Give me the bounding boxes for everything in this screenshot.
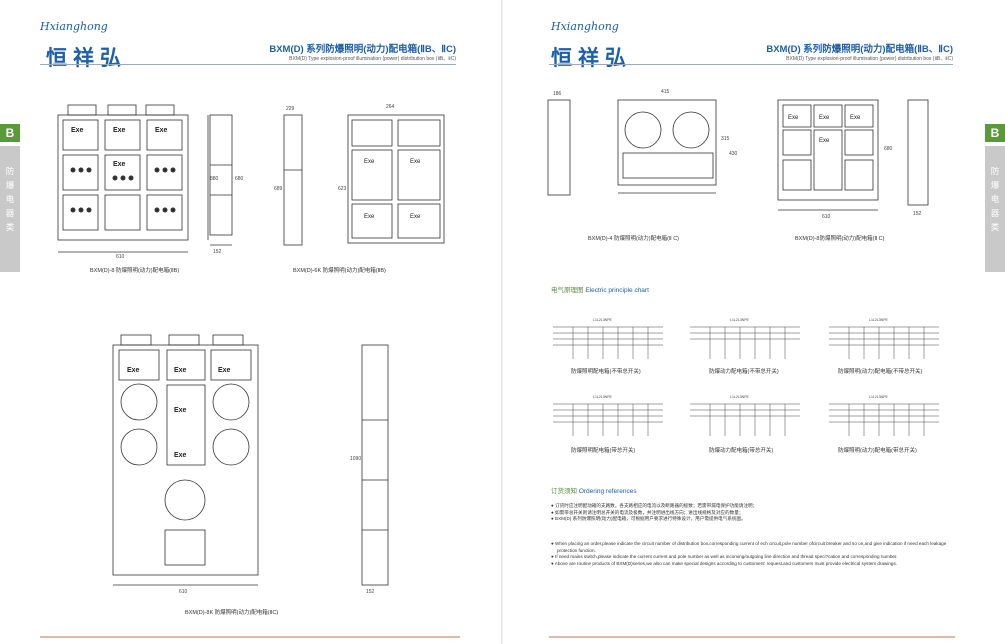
svg-text:Exe: Exe <box>113 127 126 134</box>
svg-text:Exe: Exe <box>113 161 126 168</box>
header-divider <box>40 64 456 65</box>
cabinet-drawing-6k-side: 229 689 <box>274 106 303 246</box>
right-page: Hxianghong 恒祥弘 BXM(D) 系列防爆照明(动力)配电箱(ⅡB、Ⅱ… <box>503 0 1005 644</box>
svg-text:623: 623 <box>338 186 347 192</box>
section-tab-side: 防爆电器类 <box>985 146 1005 272</box>
page-title: BXM(D) 系列防爆照明(动力)配电箱(ⅡB、ⅡC) <box>766 44 953 55</box>
svg-text:Exe: Exe <box>819 138 830 144</box>
cabinet-drawing-8-right: Exe Exe Exe Exe 610 680 152 <box>777 99 929 220</box>
svg-text:430: 430 <box>729 151 738 157</box>
svg-text:L1L2L3NPE: L1L2L3NPE <box>869 395 889 399</box>
svg-text:Exe: Exe <box>364 159 375 165</box>
schematic-diagram: L1L2L3NPE <box>829 395 939 436</box>
schematic-caption: 防爆动力配电箱(不带总开关) <box>709 369 779 375</box>
left-page: Hxianghong 恒祥弘 BXM(D) 系列防爆照明(动力)配电箱(ⅡB、Ⅱ… <box>0 0 502 644</box>
figure-caption: BXM(D)-8K 防爆照明(动力)配电箱(ⅡC) <box>185 610 279 616</box>
section-tab-side: 防爆电器类 <box>0 146 20 272</box>
svg-text:229: 229 <box>286 106 295 112</box>
ordering-notes-en: ● When placing an order,please indicate … <box>551 541 947 566</box>
schematic-diagram: L1L2L3NPE <box>829 318 939 359</box>
schematic-diagram: L1L2L3NPE <box>690 318 800 359</box>
svg-text:152: 152 <box>366 589 375 595</box>
svg-text:415: 415 <box>661 89 670 95</box>
page-subtitle: BXM(D) Type explosion-proof illumination… <box>289 56 456 62</box>
schematic-caption: 防爆动力配电箱(带总开关) <box>709 448 774 454</box>
svg-text:Exe: Exe <box>410 214 421 220</box>
svg-text:L1L2L3NPE: L1L2L3NPE <box>869 318 889 322</box>
brand-logo-en: Hxianghong <box>551 20 619 33</box>
svg-text:L1L2L3NPE: L1L2L3NPE <box>593 318 613 322</box>
book-gutter <box>501 0 504 644</box>
svg-text:Exe: Exe <box>174 452 187 459</box>
svg-text:Exe: Exe <box>127 367 140 374</box>
svg-text:186: 186 <box>553 91 562 97</box>
svg-text:Exe: Exe <box>819 115 830 121</box>
cabinet-drawing-4: 186 415 315 430 <box>547 89 738 196</box>
svg-text:680: 680 <box>884 146 893 152</box>
svg-text:Exe: Exe <box>788 115 799 121</box>
svg-text:610: 610 <box>179 589 188 595</box>
schematic-diagram: L1L2L3NPE <box>690 395 800 436</box>
schematic-caption: 防爆照明配电箱(不带总开关) <box>571 369 641 375</box>
brand-logo-cn: 恒祥弘 <box>551 45 632 70</box>
svg-text:L1L2L3NPE: L1L2L3NPE <box>730 395 750 399</box>
svg-text:Exe: Exe <box>218 367 231 374</box>
svg-text:L1L2L3NPE: L1L2L3NPE <box>730 318 750 322</box>
figure-caption: BXM(D)-8防爆照明(动力)配电箱(Ⅱ C) <box>795 236 885 242</box>
ordering-section-title: 订货须知 Ordering references <box>551 488 637 495</box>
svg-text:Exe: Exe <box>850 115 861 121</box>
footer-divider <box>549 636 955 638</box>
svg-text:Exe: Exe <box>364 214 375 220</box>
svg-text:264: 264 <box>386 104 395 110</box>
svg-text:152: 152 <box>213 249 222 255</box>
brand-logo-en: Hxianghong <box>40 20 108 33</box>
cabinet-drawing-8k-front: Exe Exe Exe Exe Exe 610 <box>112 334 259 595</box>
figure-caption: BXM(D)-4 防爆照明(动力)配电箱(Ⅱ C) <box>588 236 680 242</box>
ordering-notes-cn: ● 订货时应注明配动箱的支路数，各支路相应的电流以及断路器的极数；若需带漏电保护… <box>551 503 758 522</box>
svg-text:Exe: Exe <box>174 367 187 374</box>
svg-text:L1L2L3NPE: L1L2L3NPE <box>593 395 613 399</box>
schematic-caption: 防爆照明(动力)配电箱(带总开关) <box>838 448 917 454</box>
svg-text:Exe: Exe <box>174 407 187 414</box>
svg-text:880: 880 <box>210 176 219 182</box>
schematic-diagram: L1L2L3NPE <box>553 318 663 359</box>
header-divider <box>549 64 953 65</box>
svg-text:680: 680 <box>235 176 244 182</box>
svg-text:152: 152 <box>913 211 922 217</box>
schematic-caption: 防爆照明(动力)配电箱(不带总开关) <box>838 369 923 375</box>
figure-caption: BXM(D)-8 防爆照明(动力)配电箱(ⅡB) <box>90 268 180 274</box>
svg-text:610: 610 <box>116 254 125 260</box>
page-title: BXM(D) 系列防爆照明(动力)配电箱(ⅡB、ⅡC) <box>269 44 456 55</box>
svg-text:Exe: Exe <box>71 127 84 134</box>
svg-text:689: 689 <box>274 186 283 192</box>
schematic-diagram: L1L2L3NPE <box>553 395 663 436</box>
schematic-section-title: 电气原理图 Electric principle chart <box>551 287 649 294</box>
svg-text:Exe: Exe <box>410 159 421 165</box>
brand-logo-cn: 恒祥弘 <box>46 45 127 70</box>
svg-text:610: 610 <box>822 214 831 220</box>
cabinet-drawing-8k-side: 152 1090 <box>350 344 389 595</box>
page-subtitle: BXM(D) Type explosion-proof illumination… <box>786 56 953 62</box>
schematic-caption: 防爆照明配电箱(带总开关) <box>571 448 636 454</box>
cabinet-drawing-6k-front: Exe Exe Exe Exe 264 623 <box>338 104 445 244</box>
svg-text:315: 315 <box>721 136 730 142</box>
figure-caption: BXM(D)-6K 防爆照明(动力)配电箱(ⅡB) <box>293 268 386 274</box>
section-tab-letter: B <box>0 124 20 142</box>
svg-text:1090: 1090 <box>350 456 361 462</box>
cabinet-drawing-8-side: 152 680 <box>209 114 244 255</box>
cabinet-drawing-8-front: Exe Exe Exe Exe 610 880 <box>57 104 219 260</box>
footer-divider <box>40 636 460 638</box>
section-tab-letter: B <box>985 124 1005 142</box>
svg-text:Exe: Exe <box>155 127 168 134</box>
